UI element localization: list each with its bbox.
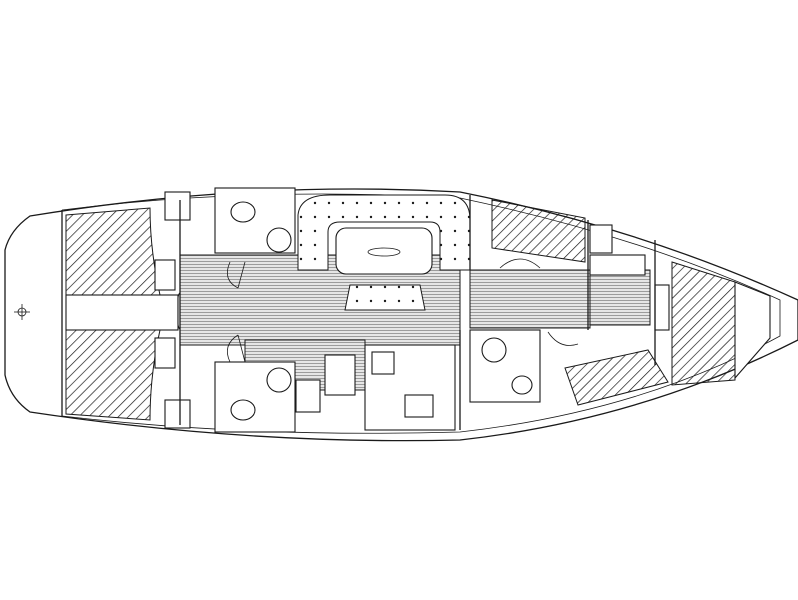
locker bbox=[589, 254, 646, 276]
door-swing-icon bbox=[547, 331, 579, 346]
toilet-icon bbox=[230, 201, 256, 223]
hull-inner-line bbox=[61, 193, 781, 434]
u-settee bbox=[297, 194, 471, 271]
galley-stove bbox=[404, 394, 434, 418]
forward-starboard-berth bbox=[564, 349, 669, 406]
door-swing-icon bbox=[499, 258, 541, 269]
forward-port-berth bbox=[491, 199, 586, 263]
locker bbox=[589, 224, 613, 254]
locker bbox=[164, 191, 191, 221]
forward-passage-floor bbox=[469, 269, 591, 329]
forward-cabin-floor bbox=[589, 269, 651, 326]
aft-port-berth bbox=[65, 207, 161, 296]
salon-bench bbox=[344, 284, 426, 311]
door-swing-icon bbox=[226, 261, 246, 289]
toilet-icon bbox=[230, 399, 256, 421]
toilet-icon bbox=[511, 375, 533, 395]
shower-drain-icon bbox=[481, 337, 507, 363]
table-compass-icon bbox=[367, 247, 401, 257]
compass-rose-icon bbox=[14, 304, 30, 320]
salon-table bbox=[335, 227, 433, 275]
shower-drain-icon bbox=[266, 367, 292, 393]
nav-desk bbox=[324, 354, 356, 396]
door-swing-icon bbox=[226, 334, 246, 363]
aft-passage bbox=[65, 294, 179, 331]
hull-outline bbox=[4, 188, 798, 442]
v-berth-tip bbox=[734, 281, 771, 380]
nav-seat bbox=[295, 379, 321, 413]
galley-sink bbox=[371, 351, 395, 375]
locker bbox=[164, 399, 191, 429]
aft-starboard-berth bbox=[65, 329, 161, 421]
locker bbox=[154, 337, 176, 369]
v-berth bbox=[671, 261, 736, 386]
locker bbox=[154, 259, 176, 291]
shower-drain-icon bbox=[266, 227, 292, 253]
locker bbox=[654, 284, 670, 331]
